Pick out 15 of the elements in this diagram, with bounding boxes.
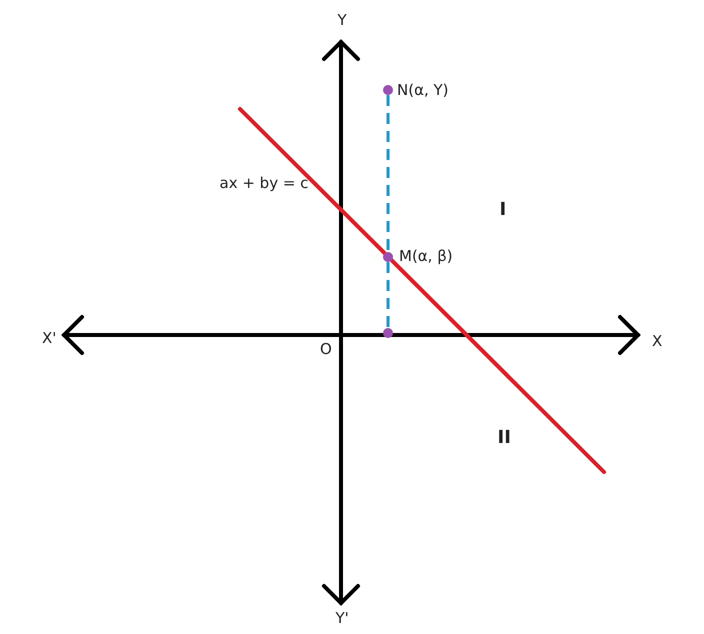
axis-label: Y — [338, 12, 347, 28]
axis-label: X — [652, 334, 662, 348]
axis-label: Y' — [336, 610, 349, 626]
equation-label: ax + by = c — [220, 176, 308, 190]
region-label: II — [498, 429, 511, 447]
point-dot — [383, 328, 393, 338]
axis-label: X' — [42, 330, 56, 346]
point-dot — [383, 252, 393, 262]
point-label: N(α, Υ) — [397, 82, 449, 98]
point-dot — [383, 85, 393, 95]
point-label: M(α, β) — [399, 248, 453, 264]
dashed-line — [386, 95, 390, 252]
dashed-line — [386, 262, 390, 328]
origin-label: O — [320, 342, 332, 356]
region-label: I — [500, 201, 506, 219]
